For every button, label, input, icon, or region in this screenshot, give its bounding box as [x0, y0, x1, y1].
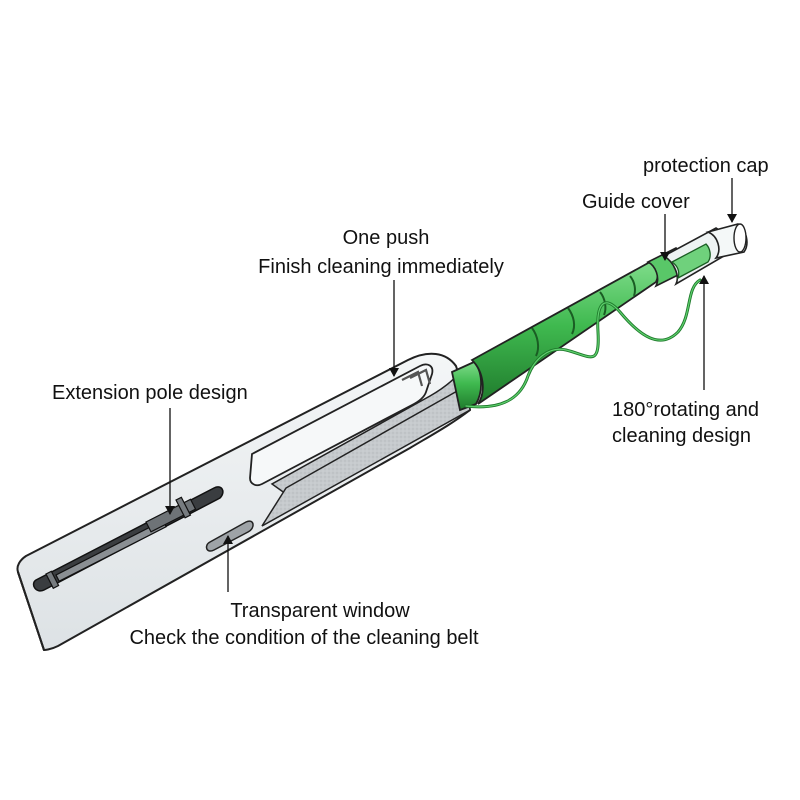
extension-shaft: [450, 247, 683, 412]
tip-assembly: [662, 223, 748, 287]
label-one-push-line2: Finish cleaning immediately: [258, 256, 504, 278]
callout-lines: [165, 178, 737, 592]
label-rotating-line1: 180°rotating and: [612, 399, 759, 421]
label-one-push-line1: One push: [343, 227, 430, 249]
cleaning-belt-highlight: [465, 279, 701, 408]
shaft-tube: [470, 261, 659, 405]
pen-body: [16, 352, 471, 651]
label-transparent-window-line1: Transparent window: [230, 600, 410, 622]
label-guide-cover: Guide cover: [582, 191, 690, 213]
extension-pole: [45, 496, 197, 590]
shaft-ring-4: [629, 275, 636, 297]
label-extension-pole: Extension pole design: [52, 382, 248, 404]
chevron-icon: [401, 368, 432, 387]
label-protection-cap: protection cap: [643, 155, 769, 177]
protection-cap-rim: [733, 223, 747, 253]
label-rotating-line2: cleaning design: [612, 425, 751, 447]
pen-body-end-edge: [17, 571, 45, 651]
shaft-ring-2: [567, 307, 576, 335]
callout-labels: protection cap Guide cover One push Fini…: [52, 155, 769, 649]
tip-ferrule: [670, 243, 711, 280]
shaft-ring-1: [531, 327, 540, 357]
label-transparent-window-line2: Check the condition of the cleaning belt: [129, 627, 479, 649]
push-button-panel: [249, 363, 434, 487]
